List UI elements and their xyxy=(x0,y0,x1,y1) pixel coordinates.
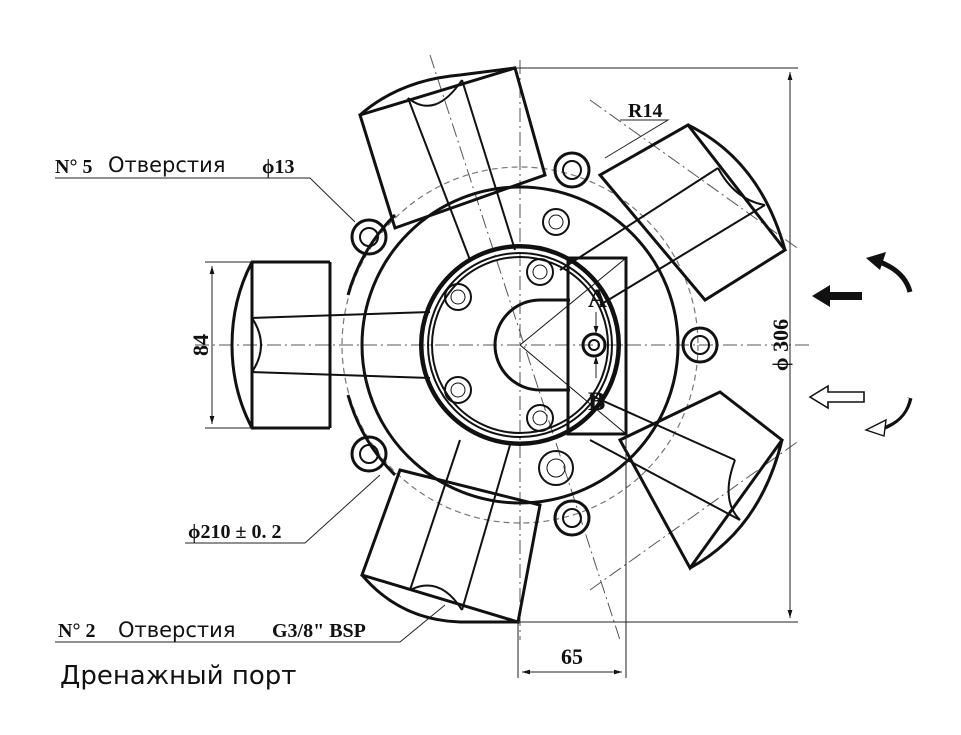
mounting-hole xyxy=(553,151,591,189)
drain-thread-label: G3/8" BSP xyxy=(272,620,366,642)
bolt-circle-label: ϕ210 ± 0. 2 xyxy=(188,521,281,543)
dimension-84 xyxy=(205,261,252,429)
port-b-label: B xyxy=(588,387,605,416)
bolt-circle-leader xyxy=(185,474,381,544)
flow-arrow-hollow-icon xyxy=(808,384,865,410)
center-lines xyxy=(195,54,810,641)
mounting-hole xyxy=(350,435,388,473)
offset-dimension-label: 65 xyxy=(561,644,583,669)
outer-diameter-label: ϕ 306 xyxy=(768,319,793,371)
radius-leader xyxy=(604,119,670,159)
radius-label: R14 xyxy=(628,100,662,122)
dimension-65 xyxy=(517,434,627,678)
cylinder-bottom-right xyxy=(589,390,785,571)
drain-caption: Дренажный порт xyxy=(60,661,296,691)
rotation-arrow-cw-icon xyxy=(864,397,913,437)
mounting-holes xyxy=(350,151,719,537)
rotation-arrow-ccw-icon xyxy=(866,252,913,293)
cylinder-top xyxy=(358,66,547,261)
holes-leader xyxy=(55,177,356,223)
holes-count-label: N° 5 xyxy=(55,156,92,178)
holes-size-label: ϕ13 xyxy=(262,156,294,178)
port-a-label: A xyxy=(588,284,607,313)
cover-bolts xyxy=(444,208,574,486)
cylinder-left xyxy=(230,260,431,430)
drain-word-label: Отверстия xyxy=(118,618,235,642)
center-cover xyxy=(420,245,628,445)
dimension-306 xyxy=(515,67,798,623)
cylinder-top-right xyxy=(559,123,788,306)
flow-arrow-solid-icon xyxy=(812,285,862,307)
drain-leader xyxy=(55,604,446,643)
mounting-hole xyxy=(553,499,591,537)
drain-count-label: N° 2 xyxy=(58,620,95,642)
height-dimension-label: 84 xyxy=(188,334,213,356)
mounting-hole xyxy=(350,218,388,256)
mounting-hole xyxy=(681,326,719,364)
holes-word-label: Отверстия xyxy=(108,153,225,177)
